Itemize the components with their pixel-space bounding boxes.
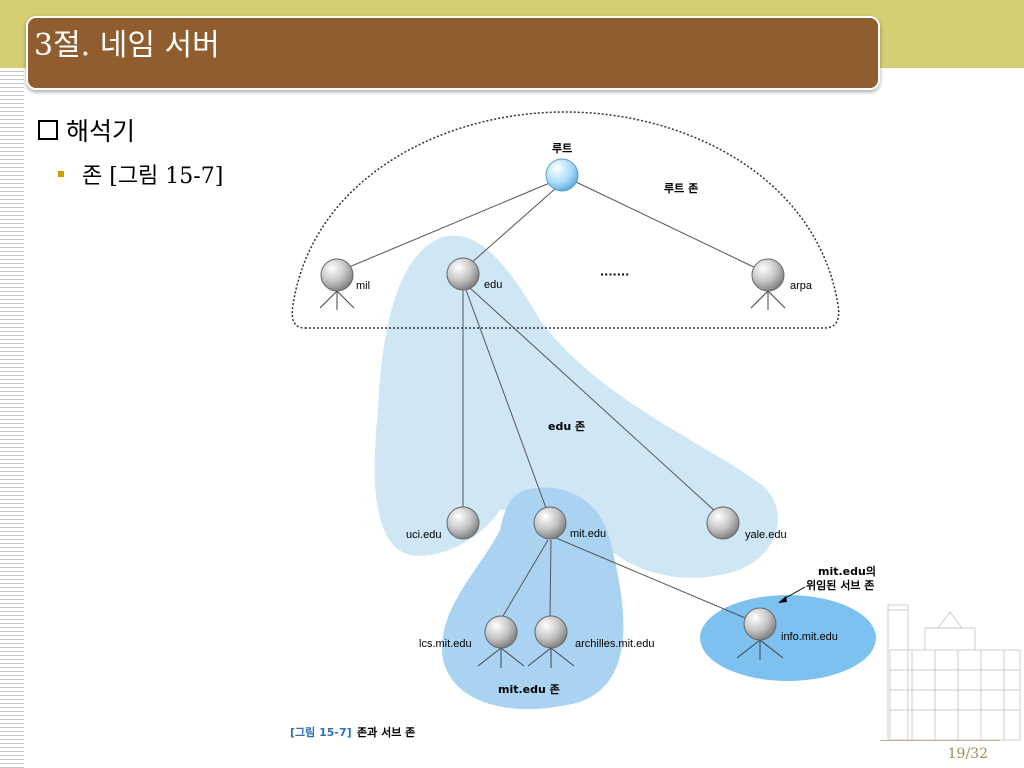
uci-label: uci.edu: [406, 529, 441, 541]
page-number-rule: [880, 740, 1000, 741]
arpa-node: [751, 258, 785, 292]
slide-title: 3절. 네임 서버: [34, 28, 220, 63]
hollow-square-bullet-icon: [38, 120, 58, 140]
mil-node: [320, 258, 354, 292]
mit-label: mit.edu: [570, 528, 606, 540]
figure-caption-ref: [그림 15-7]: [290, 726, 352, 739]
bullet-resolver: 해석기: [38, 112, 135, 148]
edge-root-edu: [469, 187, 557, 265]
edge-edu-mit: [465, 289, 547, 509]
edge-mit-info: [555, 537, 751, 621]
delegated-arrow-head: [778, 596, 787, 603]
edge-edu-yale: [469, 287, 717, 513]
yale-node: [706, 506, 740, 540]
dots-label: ·······: [600, 268, 629, 281]
root-zone-label: 루트 존: [664, 182, 698, 195]
info-node: [743, 607, 777, 641]
info-zone-region: [700, 595, 876, 681]
edu-node: [446, 257, 480, 291]
uci-node: [446, 506, 480, 540]
edge-mit-archilles: [549, 539, 552, 617]
mil-label: mil: [356, 280, 370, 292]
yale-label: yale.edu: [745, 529, 787, 541]
delegated-zone-label-2: 위임된 서브 존: [806, 578, 874, 592]
archilles-label: archilles.mit.edu: [575, 638, 654, 650]
arpa-label: arpa: [790, 280, 813, 292]
title-bar: [26, 16, 880, 90]
left-stripes: [0, 68, 24, 768]
mit-zone-label: mit.edu 존: [498, 683, 560, 696]
edu-zone-label: edu 존: [548, 420, 585, 433]
archilles-node: [534, 615, 568, 649]
edu-zone-region: [374, 235, 778, 578]
edge-root-arpa: [575, 181, 761, 271]
root-zone-boundary: [291, 111, 840, 329]
mit-zone-region: [442, 487, 624, 710]
edge-mit-lcs: [502, 539, 549, 617]
root-node: [545, 158, 579, 192]
building-sketch-decoration: [887, 604, 1021, 741]
node-legs: [319, 290, 786, 668]
bullet-zone: 존 [그림 15-7]: [58, 158, 223, 190]
root-label: 루트: [552, 142, 572, 155]
bullet-resolver-text: 해석기: [66, 117, 136, 146]
delegated-zone-label-1: mit.edu의: [818, 564, 876, 578]
mit-node: [533, 506, 567, 540]
square-bullet-icon: [58, 171, 64, 177]
info-label: info.mit.edu: [781, 631, 838, 643]
bullet-zone-text: 존 [그림 15-7]: [82, 164, 224, 189]
lcs-label: lcs.mit.edu: [419, 638, 472, 650]
edge-root-mil: [341, 181, 553, 271]
edu-label: edu: [484, 279, 502, 291]
page-number: 19/32: [947, 746, 988, 762]
figure-caption-text: 존과 서브 존: [357, 725, 415, 739]
lcs-node: [484, 615, 518, 649]
